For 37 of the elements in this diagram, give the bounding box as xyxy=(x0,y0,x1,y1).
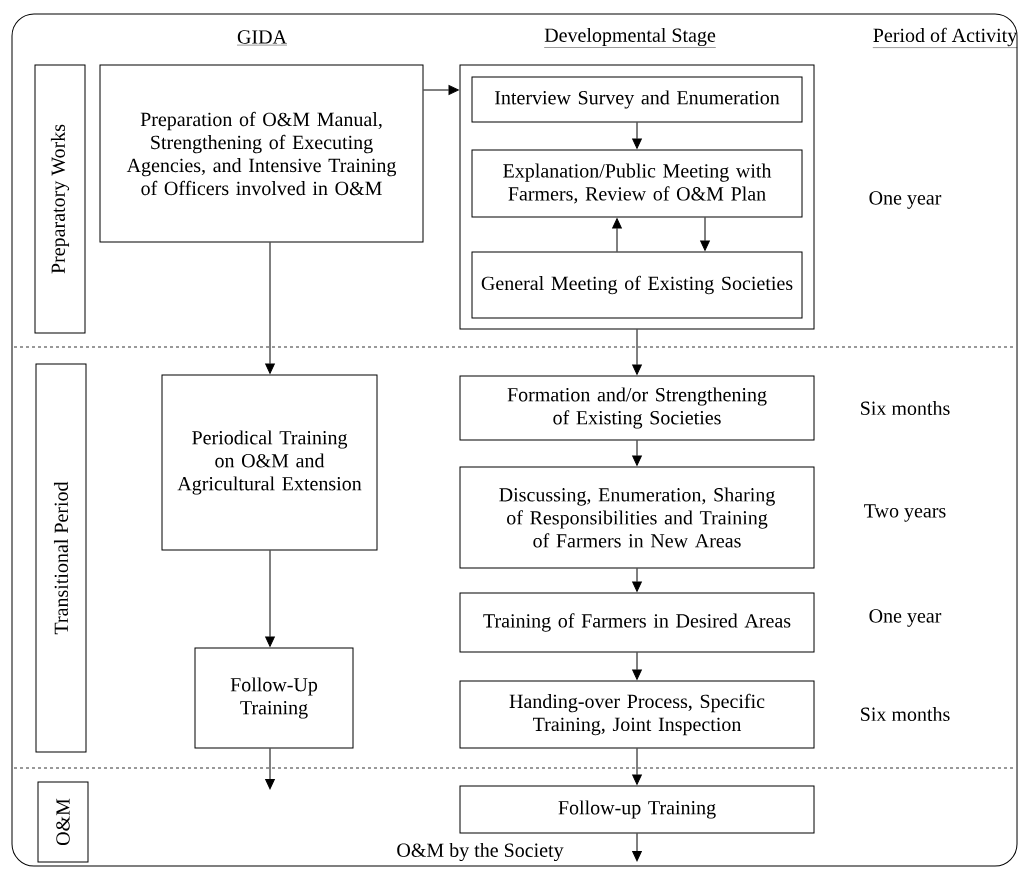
process-box: Formation and/or Strengthening of Existing Societies xyxy=(459,375,815,441)
process-box: Handing-over Process, Specific Training, Joint Inspection xyxy=(459,680,815,749)
process-box: Explanation/Public Meeting with Farmers, Review of O&M Plan xyxy=(471,149,803,218)
process-box: Periodical Training on O&M and Agricultural Extension xyxy=(161,374,378,551)
column-header: Period of Activity xyxy=(872,27,1018,48)
arrow xyxy=(632,329,642,375)
stage-band: O&M xyxy=(37,781,89,863)
column-header: GIDA xyxy=(236,30,288,46)
arrow xyxy=(632,748,642,785)
arrow xyxy=(265,550,275,647)
process-box: Follow-up Training xyxy=(459,785,815,834)
arrow xyxy=(612,218,622,252)
arrow xyxy=(700,217,710,251)
group-box xyxy=(459,64,815,330)
duration-text: Six months xyxy=(861,706,950,722)
process-box: Interview Survey and Enumeration xyxy=(471,76,803,123)
arrow xyxy=(632,652,642,680)
arrow xyxy=(265,242,275,374)
duration-text: Two years xyxy=(864,504,946,522)
stage-band: Preparatory Works xyxy=(34,64,86,334)
process-box: Preparation of O&M Manual, Strengthening of Executing Agencies, and Intensive Training of Officers involved in O&M xyxy=(99,64,424,243)
arrow xyxy=(632,440,642,466)
duration-text: Six months xyxy=(861,400,950,416)
outcome-text: O&M by the Society xyxy=(397,842,564,862)
arrow xyxy=(632,122,642,149)
arrow xyxy=(632,833,642,862)
column-header: Developmental Stage xyxy=(544,27,716,48)
stage-band: Transitional Period xyxy=(35,363,87,753)
duration-text: One year xyxy=(869,609,942,627)
arrow xyxy=(632,568,642,592)
process-box: Follow-Up Training xyxy=(194,647,354,749)
duration-text: One year xyxy=(869,191,942,209)
arrow xyxy=(423,85,459,95)
process-box: Training of Farmers in Desired Areas xyxy=(459,592,815,653)
process-box: Discussing, Enumeration, Sharing of Responsibilities and Training of Farmers in New Areas xyxy=(459,466,815,569)
arrow xyxy=(265,748,275,790)
process-box: General Meeting of Existing Societies xyxy=(471,251,803,319)
